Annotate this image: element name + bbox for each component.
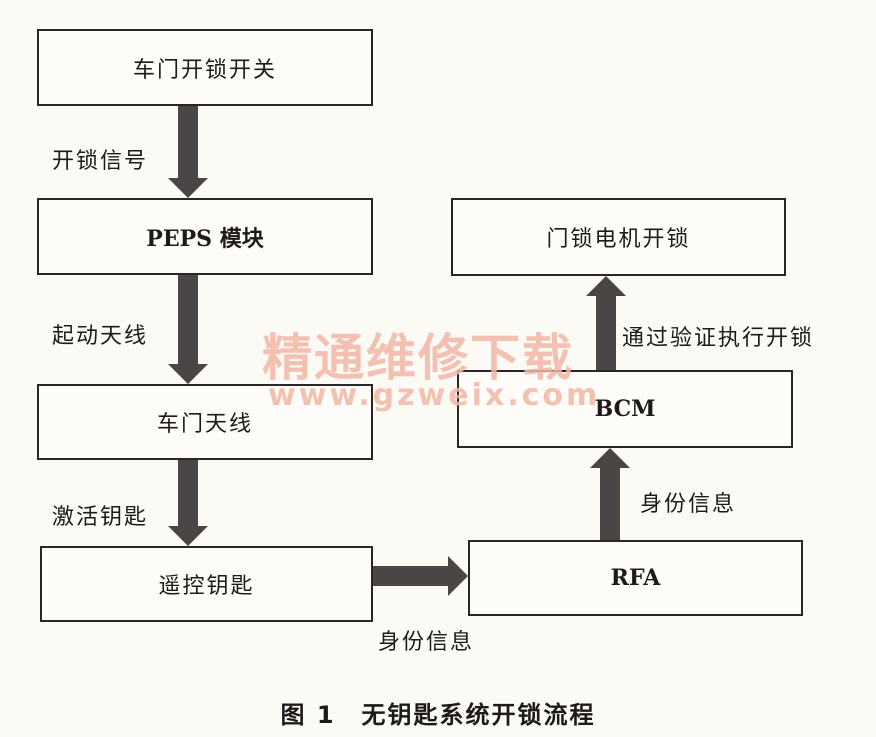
label-activate-key: 激活钥匙 (52, 505, 149, 530)
arrow-peps-to-antenna (168, 275, 208, 384)
figure-caption: 图 1 无钥匙系统开锁流程 (280, 701, 596, 729)
label-identity-info-right: 身份信息 (640, 492, 737, 517)
box-door-antenna: 车门天线 (37, 384, 373, 460)
label-unlock-signal: 开锁信号 (52, 149, 149, 174)
label-start-antenna: 起动天线 (52, 324, 149, 349)
arrow-key-to-rfa (373, 556, 468, 596)
box-door-lock-motor: 门锁电机开锁 (451, 198, 786, 276)
arrow-bcm-to-motor (586, 276, 626, 370)
arrow-rfa-to-bcm (590, 448, 630, 540)
box-peps-module: PEPS 模块 (37, 198, 373, 275)
box-door-unlock-switch: 车门开锁开关 (37, 29, 373, 106)
watermark-url: www.gzweix.com (268, 378, 601, 413)
label-verify-and-unlock: 通过验证执行开锁 (622, 326, 815, 351)
box-bcm: BCM (457, 370, 793, 448)
box-rfa: RFA (468, 540, 803, 616)
label-identity-info-bottom: 身份信息 (378, 630, 475, 655)
box-remote-key: 遥控钥匙 (40, 546, 373, 622)
arrow-antenna-to-key (168, 460, 208, 546)
arrow-switch-to-peps (168, 106, 208, 198)
watermark-text: 精通维修下载 (262, 329, 574, 387)
